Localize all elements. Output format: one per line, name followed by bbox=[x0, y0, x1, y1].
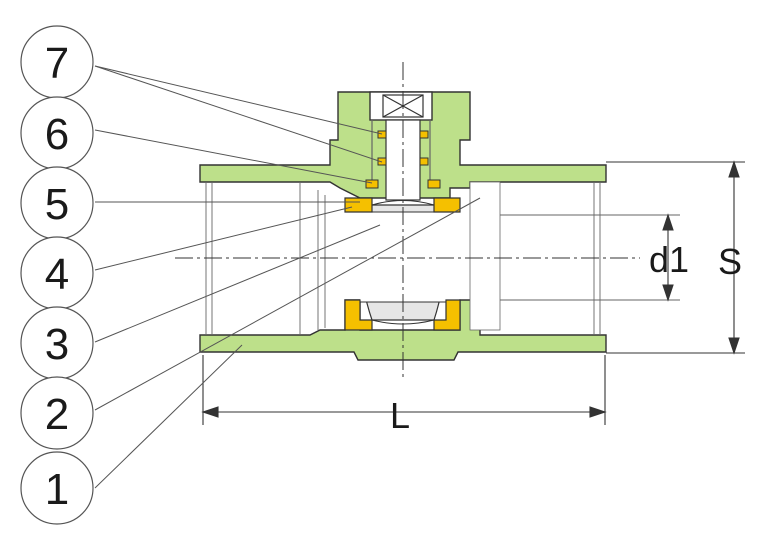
callout-1: 1 bbox=[20, 451, 94, 525]
callout-4-label: 4 bbox=[45, 250, 69, 299]
leader-lines bbox=[94, 65, 481, 489]
dimension-bore-label: d1 bbox=[649, 239, 689, 280]
callout-1-label: 1 bbox=[45, 465, 69, 514]
callout-2: 2 bbox=[20, 376, 94, 450]
callout-2-label: 2 bbox=[45, 390, 69, 439]
stem-washer bbox=[365, 179, 441, 189]
dimension-height-label: S bbox=[718, 241, 742, 282]
callout-5: 5 bbox=[20, 166, 94, 240]
center-lines bbox=[175, 62, 640, 380]
callout-3-label: 3 bbox=[45, 320, 69, 369]
valve-ball bbox=[360, 200, 446, 325]
callout-7: 7 bbox=[20, 25, 94, 99]
dimension-length-label: L bbox=[390, 395, 410, 436]
dimension-lines bbox=[201, 160, 745, 425]
bore-insert bbox=[469, 181, 501, 331]
ball-seats bbox=[344, 197, 461, 331]
callout-6-label: 6 bbox=[45, 110, 69, 159]
callout-7-label: 7 bbox=[45, 39, 69, 88]
callout-3: 3 bbox=[20, 306, 94, 380]
callout-4: 4 bbox=[20, 236, 94, 310]
callout-6: 6 bbox=[20, 96, 94, 170]
callout-5-label: 5 bbox=[45, 180, 69, 229]
